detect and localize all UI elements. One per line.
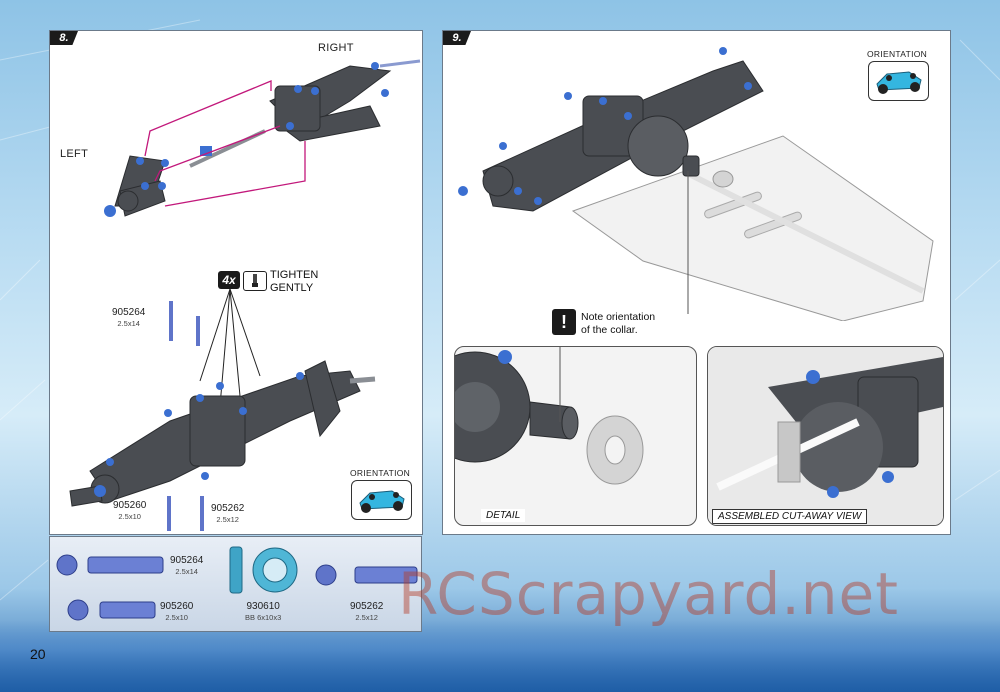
axle-on-chassis-illustration (458, 47, 934, 321)
assembled-axle-illustration (69, 288, 376, 531)
warning-icon: ! (552, 309, 576, 335)
screw-pn-905264: 905264 (112, 307, 146, 318)
watermark: RCScrapyard.net (398, 560, 899, 628)
screw-size-905264: 2.5x14 (117, 319, 140, 328)
part-pn-905264: 905264 (170, 555, 204, 566)
step-8-badge: 8. (50, 31, 78, 45)
screw-pn-905262: 905262 (211, 503, 245, 514)
part-905260: 905260 2.5x10 (160, 601, 193, 623)
cutaway-illustration (708, 347, 943, 525)
note-line-2: of the collar. (581, 324, 638, 336)
screw-label-905262: 905262 2.5x12 (211, 503, 244, 525)
part-905262: 905262 2.5x12 (350, 601, 383, 623)
step-9-badge: 9. (443, 31, 471, 45)
parts-bar: 905264 2.5x14 905260 2.5x10 930610 BB 6x… (49, 536, 422, 632)
tool-count-badge: 4x (218, 271, 240, 289)
step-9-panel: 9. ORIENTATION ! Note orientation (442, 30, 951, 535)
step-8-panel: 8. RIGHT LEFT 4x TIGHTEN (49, 30, 423, 535)
tighten-line-1: TIGHTEN (270, 269, 319, 281)
screw-905260-graphic (67, 599, 156, 621)
car-icon (876, 71, 922, 94)
label-right: RIGHT (318, 42, 354, 54)
orientation-car-step9 (868, 61, 929, 101)
screw-pn-905260: 905260 (113, 500, 147, 511)
bearing-930610-graphic (229, 546, 298, 594)
part-size-905262: 2.5x12 (355, 613, 378, 622)
cutaway-caption: ASSEMBLED CUT-AWAY VIEW (712, 509, 868, 524)
detail-subpanel: DETAIL (454, 346, 697, 526)
part-size-905264: 2.5x14 (175, 567, 198, 576)
part-pn-930610: 930610 (246, 601, 280, 612)
orientation-label-step9: ORIENTATION (867, 49, 928, 59)
detail-caption: DETAIL (481, 509, 526, 522)
screw-size-905262: 2.5x12 (216, 515, 239, 524)
tighten-gently-label: TIGHTEN GENTLY (270, 269, 318, 295)
screwdriver-icon (243, 271, 267, 291)
orientation-car-step8 (351, 480, 412, 520)
part-size-905260: 2.5x10 (165, 613, 188, 622)
page-number: 20 (30, 646, 46, 662)
part-930610: 930610 BB 6x10x3 (245, 601, 281, 623)
detail-illustration (455, 347, 644, 485)
background-streak (0, 620, 1000, 692)
screw-905262-graphic (315, 564, 418, 586)
car-icon (359, 490, 405, 513)
note-line-1: Note orientation (581, 311, 656, 323)
collar-note: Note orientation of the collar. (581, 311, 655, 337)
cutaway-subpanel: ASSEMBLED CUT-AWAY VIEW (707, 346, 944, 526)
screw-size-905260: 2.5x10 (118, 512, 141, 521)
exploded-axle-illustration (104, 59, 421, 217)
part-pn-905260: 905260 (160, 601, 194, 612)
screw-label-905264: 905264 2.5x14 (112, 307, 145, 329)
tighten-line-2: GENTLY (270, 282, 314, 294)
part-size-930610: BB 6x10x3 (245, 613, 282, 622)
parts-illustrations (56, 546, 418, 621)
label-left: LEFT (60, 148, 89, 160)
part-pn-905262: 905262 (350, 601, 384, 612)
screw-905264-graphic (56, 554, 164, 576)
screw-label-905260: 905260 2.5x10 (113, 500, 146, 522)
orientation-label-step8: ORIENTATION (350, 468, 411, 478)
part-905264: 905264 2.5x14 (170, 555, 203, 577)
